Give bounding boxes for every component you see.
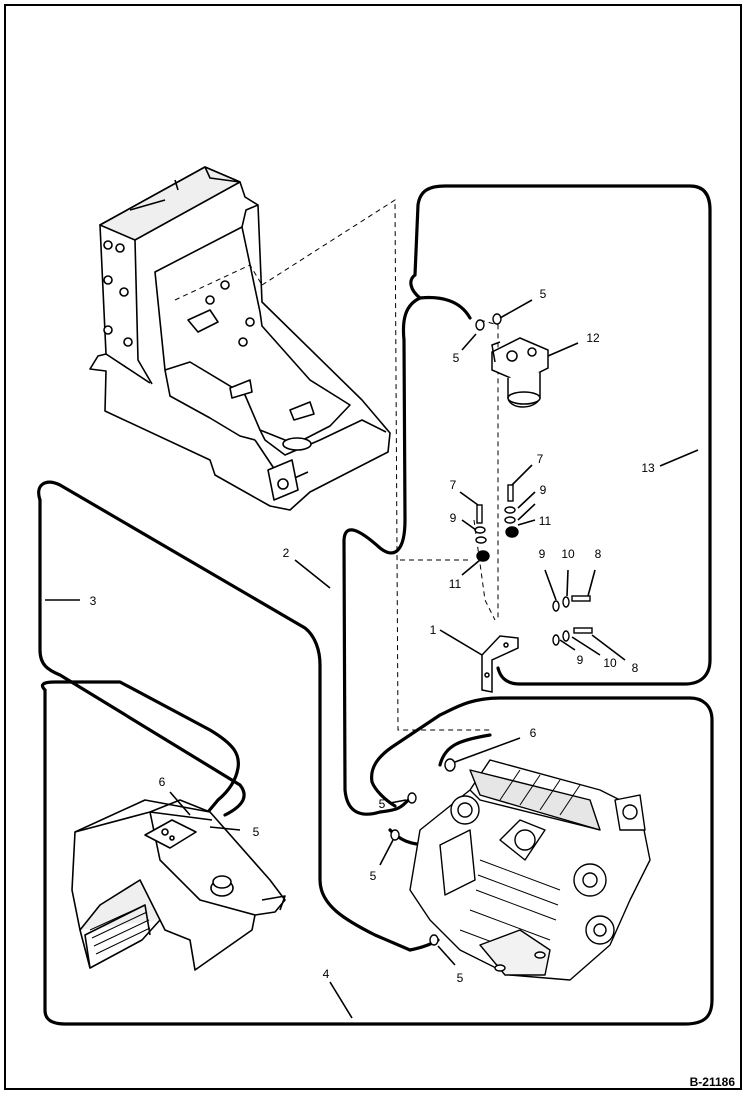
callout-10: 10 (561, 547, 575, 561)
nut-icon (476, 550, 490, 562)
fuel-hose-4 (40, 680, 714, 1026)
engine-icon (409, 759, 651, 981)
callout-labels: 5 5 12 13 7 7 9 9 11 11 2 3 9 10 8 1 9 1… (90, 287, 655, 985)
hose-clamp-icon (390, 829, 400, 841)
bolt-icon (573, 627, 593, 634)
fuel-hose-3 (37, 480, 412, 952)
callout-11: 11 (449, 577, 462, 591)
machine-frame-icon (89, 166, 391, 511)
fuel-hose-13 (409, 184, 712, 686)
callout-5: 5 (379, 797, 386, 811)
engine-block-detail (459, 769, 581, 961)
drawing-number-label: B-21186 (689, 1075, 735, 1089)
callout-13: 13 (641, 461, 655, 475)
alignment-phantom-lines (174, 199, 499, 731)
callout-11: 11 (539, 514, 552, 528)
bolt-icon (476, 504, 483, 524)
callout-5: 5 (253, 825, 260, 839)
hose-clamp-icon (475, 319, 485, 331)
callout-6: 6 (159, 775, 166, 789)
callout-5: 5 (540, 287, 547, 301)
fuel-hoses (37, 184, 714, 1026)
callout-9: 9 (539, 547, 546, 561)
callout-5: 5 (453, 351, 460, 365)
washer-icon (504, 516, 516, 524)
hose-clamp-icon (444, 758, 456, 772)
callout-8: 8 (632, 661, 639, 675)
fuel-filter-icon (491, 337, 549, 408)
tank-step-ribs (89, 904, 151, 955)
callout-1: 1 (430, 623, 437, 637)
fuel-hose-6 (438, 733, 492, 767)
washer-icon (504, 506, 516, 514)
sheet-border (4, 4, 742, 1090)
washer-icon (475, 536, 487, 544)
callout-10: 10 (603, 656, 617, 670)
nut-icon (505, 526, 519, 538)
callout-9: 9 (450, 511, 457, 525)
hose-clamp-icon (429, 934, 439, 946)
callout-7: 7 (537, 452, 544, 466)
washer-icon (552, 600, 560, 612)
callout-2: 2 (283, 546, 290, 560)
callout-5: 5 (457, 971, 464, 985)
callout-leader-lines (45, 299, 699, 1019)
hose-clamp-icon (492, 313, 502, 325)
callout-3: 3 (90, 594, 97, 608)
washer-icon (562, 596, 570, 608)
washer-icon (474, 526, 486, 534)
hose-clamp-icon (407, 792, 417, 804)
callout-5: 5 (370, 869, 377, 883)
mounting-bracket-icon (481, 635, 519, 693)
bolt-icon (571, 595, 591, 602)
callout-9: 9 (540, 483, 547, 497)
washer-icon (562, 630, 570, 642)
callout-12: 12 (586, 331, 600, 345)
callout-6: 6 (530, 726, 537, 740)
callout-9: 9 (577, 653, 584, 667)
fuel-hose-filter-supply (342, 295, 472, 816)
callout-7: 7 (450, 478, 457, 492)
washer-icon (552, 634, 560, 646)
bolt-icon (507, 484, 514, 502)
fuel-hose-3-return (38, 498, 246, 817)
fuel-tank-icon (71, 799, 286, 971)
callout-4: 4 (323, 967, 330, 981)
callout-8: 8 (595, 547, 602, 561)
